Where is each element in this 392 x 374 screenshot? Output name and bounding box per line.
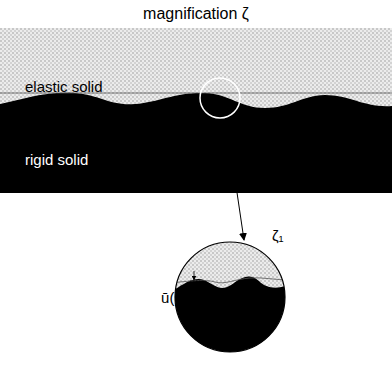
zoom-circle [175,242,285,352]
figure-title: magnification ζ [143,5,249,23]
zoom-arrow [226,118,244,240]
gap-arrow [194,271,195,280]
rigid-region [0,93,392,193]
magnification-label: ζ₁ [272,228,284,245]
zoom-content [170,235,290,365]
region-label: rigid solid [25,152,88,169]
gap-line [190,288,205,289]
gap-line [190,281,205,282]
region-label: elastic solid [25,79,103,96]
gap-label: ū(ζ) [161,290,186,307]
gap-arrow [194,289,195,298]
zoom-spot [200,78,240,118]
